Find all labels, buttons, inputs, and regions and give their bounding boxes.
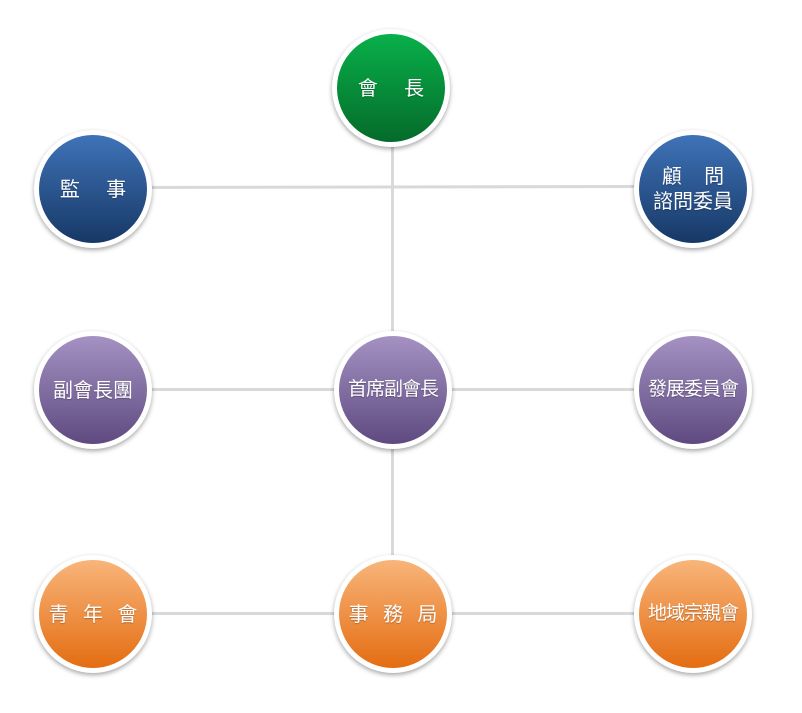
node-vice-presidents-group[interactable]: 副會長團 [34,331,152,449]
node-first-vice-president-disc: 首席副會長 [339,336,447,444]
node-first-vice-president[interactable]: 首席副會長 [334,331,452,449]
node-advisors-label-line2: 諮問委員 [653,189,733,213]
node-regional-clan-association[interactable]: 地域宗親會 [634,555,752,673]
node-advisors-disc: 顧 問 諮問委員 [639,135,747,243]
node-youth-association-label: 青 年 會 [48,601,142,626]
node-president[interactable]: 會 長 [332,29,450,147]
connector-supervisor-to-advisors [92,184,694,189]
node-supervisor-disc: 監 事 [39,135,147,243]
node-vice-presidents-group-label: 副會長團 [53,377,133,402]
node-development-committee-disc: 發展委員會 [639,336,747,444]
node-supervisor-label: 監 事 [59,176,137,201]
node-first-vice-president-label: 首席副會長 [347,378,439,401]
node-president-disc: 會 長 [337,34,445,142]
connector-president-to-first-vice-president [391,88,394,390]
node-advisors[interactable]: 顧 問 諮問委員 [634,130,752,248]
node-youth-association-disc: 青 年 會 [39,560,147,668]
node-youth-association[interactable]: 青 年 會 [34,555,152,673]
node-supervisor[interactable]: 監 事 [34,130,152,248]
node-secretariat[interactable]: 事 務 局 [334,555,452,673]
node-regional-clan-association-disc: 地域宗親會 [639,560,747,668]
node-regional-clan-association-label: 地域宗親會 [647,602,739,625]
node-development-committee-label: 發展委員會 [647,378,739,401]
connector-first-vice-president-to-secretariat [391,390,394,614]
node-secretariat-label: 事 務 局 [348,601,442,626]
node-development-committee[interactable]: 發展委員會 [634,331,752,449]
node-vice-presidents-group-disc: 副會長團 [39,336,147,444]
node-secretariat-disc: 事 務 局 [339,560,447,668]
node-president-label: 會 長 [357,75,435,100]
node-advisors-label-line1: 顧 問 [661,164,733,188]
